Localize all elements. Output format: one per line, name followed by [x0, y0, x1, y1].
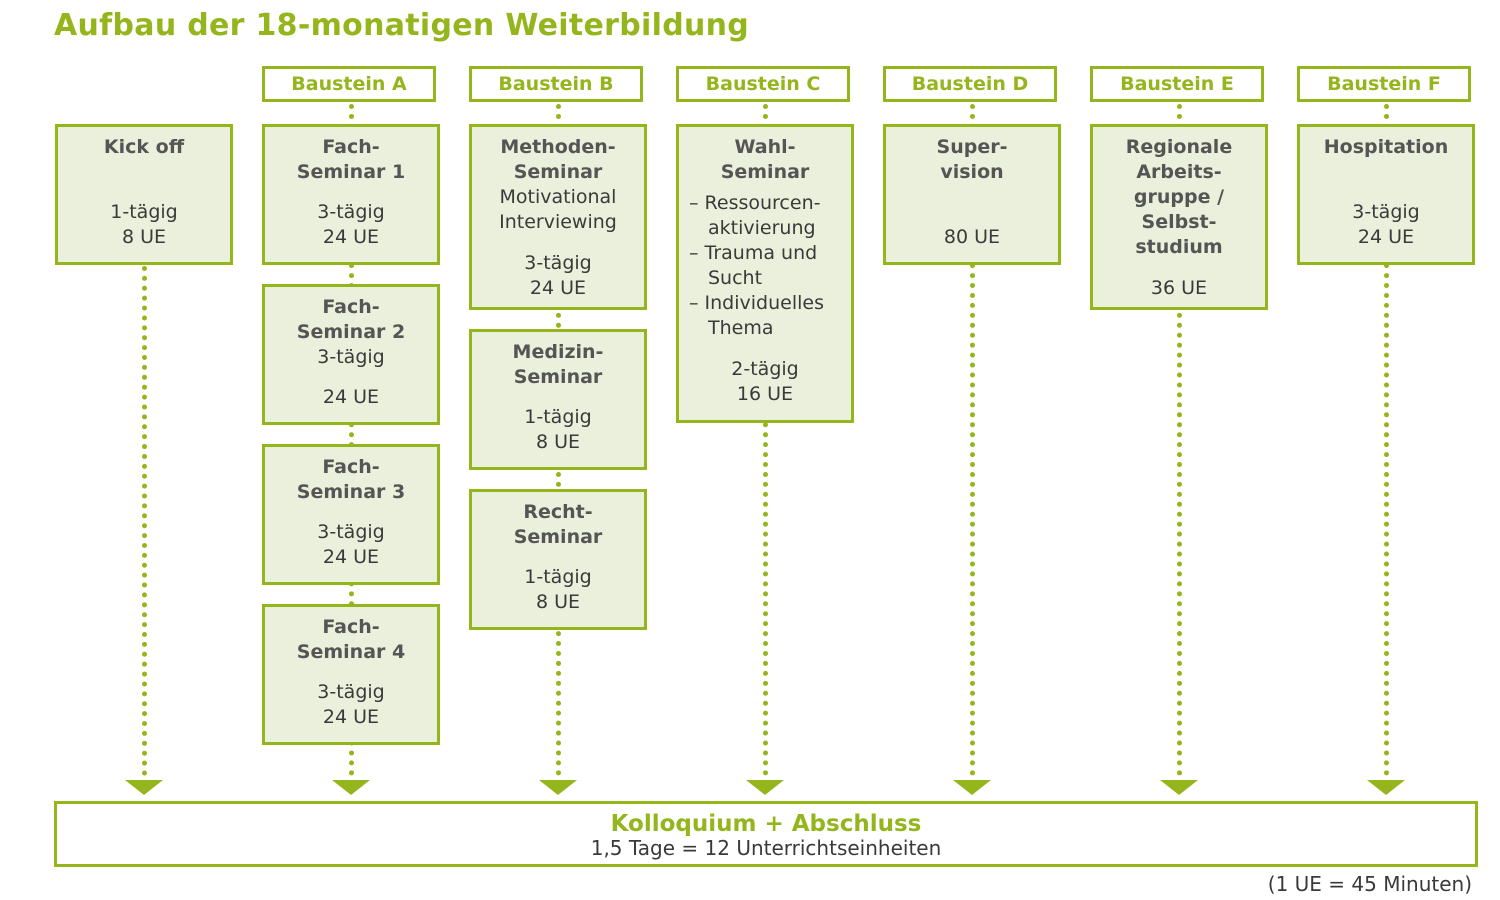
box-fachseminar-1: Fach- Seminar 1 3-tägig 24 UE: [262, 124, 440, 265]
arrow-icon: [539, 780, 577, 795]
arrow-icon: [1160, 780, 1198, 795]
box-fachseminar-2: Fach- Seminar 2 3-tägig 24 UE: [262, 284, 440, 425]
box-kolloquium: Kolloquium + Abschluss 1,5 Tage = 12 Unt…: [54, 801, 1478, 867]
arrow-icon: [746, 780, 784, 795]
arrow-icon: [125, 780, 163, 795]
wahlseminar-topics: – Ressourcen-aktivierung – Trauma und Su…: [679, 191, 851, 341]
kolloquium-title: Kolloquium + Abschluss: [610, 811, 922, 837]
box-fachseminar-4: Fach- Seminar 4 3-tägig 24 UE: [262, 604, 440, 745]
footnote: (1 UE = 45 Minuten): [1267, 872, 1472, 896]
header-baustein-f: Baustein F: [1297, 66, 1471, 102]
connector-kickoff: [142, 266, 147, 776]
connector-e: [1177, 104, 1182, 776]
box-methodenseminar: Methoden- Seminar Motivational Interview…: [469, 124, 647, 310]
box-regionale-arbeitsgruppe: Regionale Arbeits- gruppe / Selbst- stud…: [1090, 124, 1268, 310]
connector-c: [763, 104, 768, 776]
diagram-title: Aufbau der 18-monatigen Weiterbildung: [54, 8, 750, 43]
connector-a: [349, 104, 354, 776]
topic-item: – Trauma und Sucht: [689, 242, 818, 289]
arrow-icon: [1367, 780, 1405, 795]
arrow-icon: [953, 780, 991, 795]
header-baustein-b: Baustein B: [469, 66, 643, 102]
box-rechtseminar: Recht- Seminar 1-tägig 8 UE: [469, 489, 647, 630]
header-baustein-c: Baustein C: [676, 66, 850, 102]
box-supervision: Super- vision 80 UE: [883, 124, 1061, 265]
header-baustein-e: Baustein E: [1090, 66, 1264, 102]
header-baustein-a: Baustein A: [262, 66, 436, 102]
arrow-icon: [332, 780, 370, 795]
topic-item: – Individuelles Thema: [689, 292, 824, 339]
box-kickoff: Kick off 1-tägig 8 UE: [55, 124, 233, 265]
kickoff-units: 8 UE: [121, 226, 167, 248]
connector-d: [970, 104, 975, 776]
box-medizinseminar: Medizin- Seminar 1-tägig 8 UE: [469, 329, 647, 470]
header-baustein-d: Baustein D: [883, 66, 1057, 102]
kolloquium-sub: 1,5 Tage = 12 Unterrichtseinheiten: [590, 836, 942, 860]
kickoff-name: Kick off: [103, 136, 185, 158]
topic-item: – Ressourcen-aktivierung: [689, 192, 821, 239]
box-fachseminar-3: Fach- Seminar 3 3-tägig 24 UE: [262, 444, 440, 585]
kickoff-duration: 1-tägig: [110, 201, 178, 223]
box-hospitation: Hospitation 3-tägig 24 UE: [1297, 124, 1475, 265]
connector-f: [1384, 104, 1389, 776]
box-wahlseminar: Wahl- Seminar – Ressourcen-aktivierung –…: [676, 124, 854, 423]
